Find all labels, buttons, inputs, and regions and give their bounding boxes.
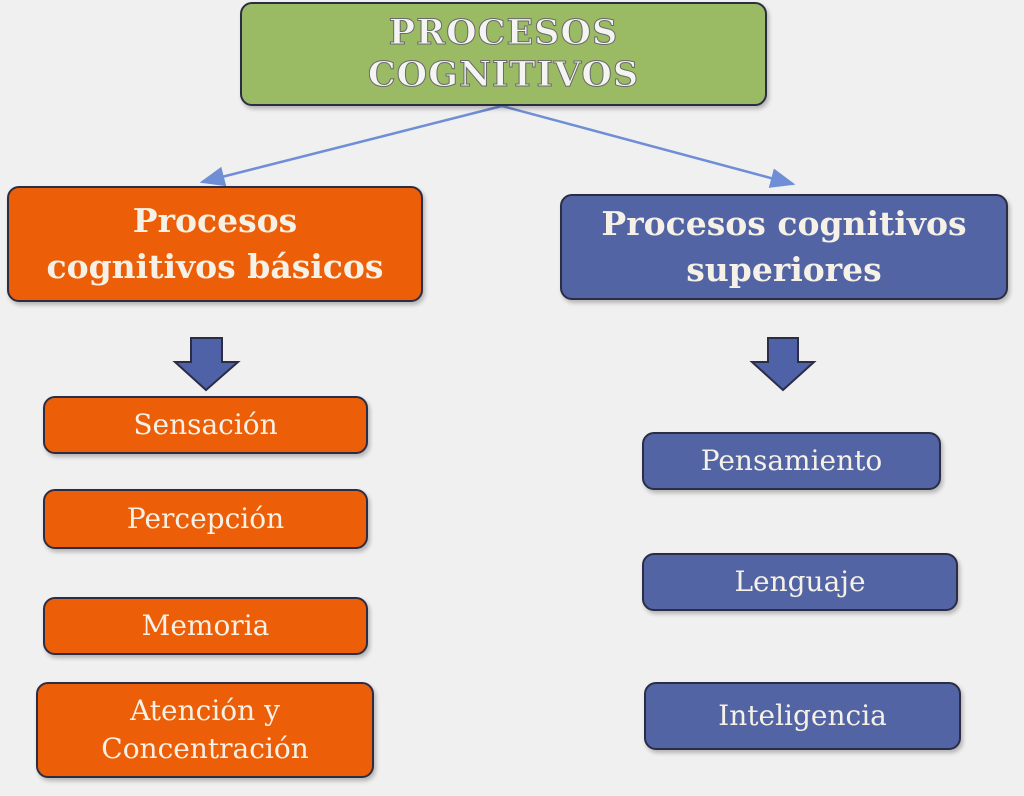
item-lenguaje: Lenguaje bbox=[642, 553, 958, 611]
item-label: Sensación bbox=[133, 408, 278, 441]
title-node: PROCESOS COGNITIVOS bbox=[240, 2, 767, 106]
title-line-2: COGNITIVOS bbox=[367, 54, 640, 96]
item-label-line-1: Atención y bbox=[130, 694, 280, 727]
down-arrow-icon-left bbox=[172, 337, 241, 392]
item-inteligencia: Inteligencia bbox=[644, 682, 961, 750]
item-pensamiento: Pensamiento bbox=[642, 432, 941, 490]
connector-line-left bbox=[199, 104, 503, 187]
superior-heading-line-2: superiores bbox=[686, 250, 882, 289]
item-label-line-2: Concentración bbox=[101, 732, 309, 765]
item-label: Percepción bbox=[126, 502, 285, 535]
connector-line-right bbox=[501, 104, 796, 188]
title-line-1: PROCESOS bbox=[388, 12, 619, 54]
item-percepcion: Percepción bbox=[43, 489, 368, 549]
basic-processes-node: Procesos cognitivos básicos bbox=[7, 186, 423, 302]
superior-heading-line-1: Procesos cognitivos bbox=[601, 204, 967, 243]
superior-processes-node: Procesos cognitivos superiores bbox=[560, 194, 1008, 300]
item-sensacion: Sensación bbox=[43, 396, 368, 454]
item-label: Lenguaje bbox=[734, 565, 866, 598]
basic-heading-line-1: Procesos bbox=[132, 201, 298, 240]
item-label: Pensamiento bbox=[700, 444, 883, 477]
down-arrow-icon-right bbox=[749, 337, 817, 392]
item-label: Inteligencia bbox=[718, 699, 887, 732]
item-atencion-concentracion: Atención y Concentración bbox=[36, 682, 374, 778]
item-memoria: Memoria bbox=[43, 597, 368, 655]
basic-heading-line-2: cognitivos básicos bbox=[46, 247, 384, 286]
item-label: Memoria bbox=[141, 609, 270, 642]
